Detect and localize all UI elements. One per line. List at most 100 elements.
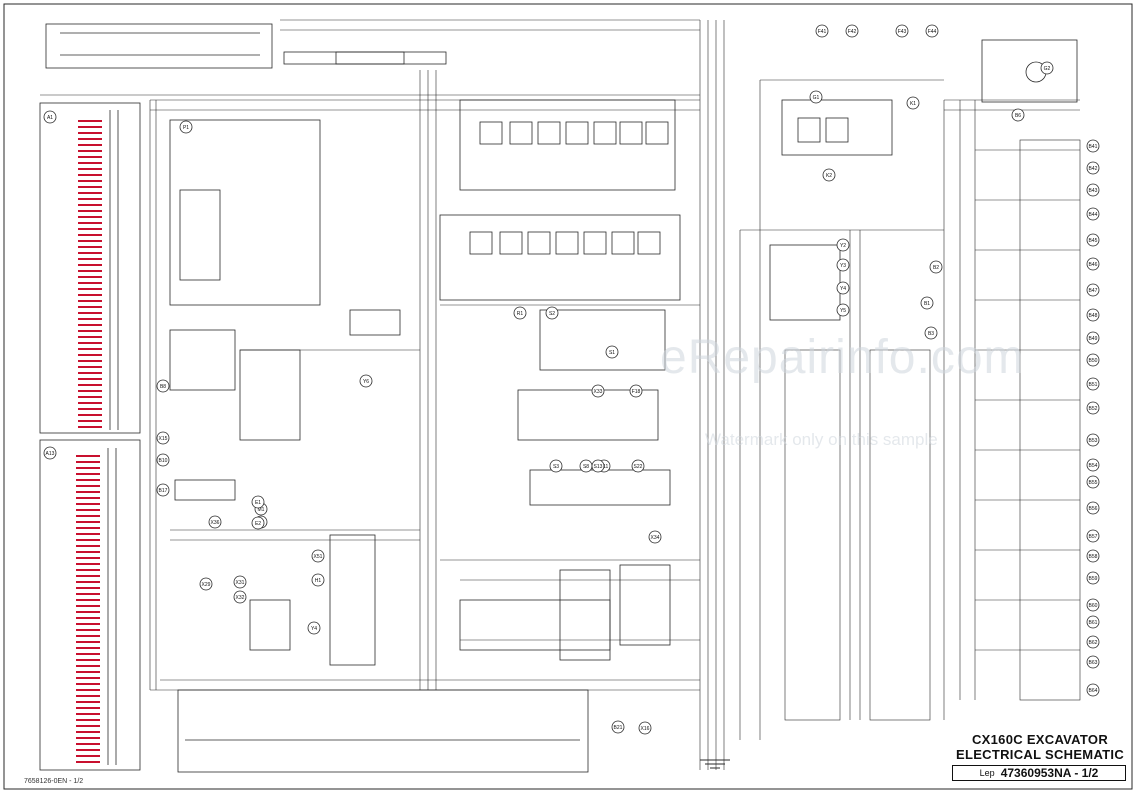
component-id-label: Y4	[311, 626, 317, 632]
wire-number-tick	[78, 204, 102, 206]
wire-number-tick	[78, 372, 102, 374]
component-marker-circle	[1086, 475, 1100, 489]
component-marker-circle	[1086, 615, 1100, 629]
wire-number-tick	[78, 210, 102, 212]
component-marker-circle	[156, 431, 170, 445]
component-marker: B47	[1086, 283, 1100, 297]
component-marker-circle	[311, 573, 325, 587]
component-id-label: H1	[315, 578, 322, 584]
wire-number-tick	[76, 605, 100, 607]
wire-number-tick	[78, 276, 102, 278]
component-marker: B21	[611, 720, 625, 734]
component-id-label: B62	[1089, 640, 1098, 646]
wire-number-tick	[76, 701, 100, 703]
wire-number-tick	[76, 653, 100, 655]
document-code: 7658126-0EN - 1/2	[24, 778, 84, 785]
component-id-label: F44	[928, 29, 937, 35]
component-id-label: E2	[255, 521, 261, 527]
component-id-label: B61	[1089, 620, 1098, 626]
component-marker: S2	[545, 306, 559, 320]
component-marker-circle	[1086, 433, 1100, 447]
ref-prefix: Lep	[979, 768, 995, 778]
component-marker-circle	[1086, 458, 1100, 472]
wire-number-tick	[78, 216, 102, 218]
component-marker: B50	[1086, 353, 1100, 367]
component-marker-circle	[809, 90, 823, 104]
component-marker: B56	[1086, 501, 1100, 515]
component-id-label: P1	[183, 125, 189, 131]
wire-number-tick	[78, 222, 102, 224]
reference-box: Lep 47360953NA - 1/2	[952, 765, 1126, 781]
component-marker-circle	[251, 516, 265, 530]
component-marker-circle	[1086, 308, 1100, 322]
wire-number-tick	[76, 659, 100, 661]
component-id-label: Y5	[840, 308, 846, 314]
wire-number-tick	[76, 479, 100, 481]
component-marker-circle	[1086, 283, 1100, 297]
wire-number-tick	[76, 737, 100, 739]
wire-number-tick	[78, 270, 102, 272]
title-line-1: CX160C EXCAVATOR	[971, 732, 1109, 747]
component-marker: X15	[156, 431, 170, 445]
component-id-label: M1	[258, 507, 265, 513]
wire-number-tick	[78, 180, 102, 182]
component-marker-circle	[156, 379, 170, 393]
wire-number-tick	[76, 497, 100, 499]
component-marker-circle	[156, 453, 170, 467]
component-marker: R1	[513, 306, 527, 320]
wire-number-tick	[76, 689, 100, 691]
wire-number-tick	[78, 348, 102, 350]
component-id-label: Y3	[840, 263, 846, 269]
component-marker: B41	[1086, 139, 1100, 153]
component-id-label: Y6	[363, 379, 369, 385]
component-marker: B62	[1086, 635, 1100, 649]
wire-number-tick	[78, 378, 102, 380]
wire-number-tick	[78, 120, 102, 122]
component-marker: H1	[311, 573, 325, 587]
wire-number-tick	[76, 623, 100, 625]
component-marker: B60	[1086, 598, 1100, 612]
component-marker: B58	[1086, 549, 1100, 563]
component-marker-circle	[836, 303, 850, 317]
component-marker: X32	[233, 590, 247, 604]
component-marker: X36	[208, 515, 222, 529]
component-id-label: B46	[1089, 262, 1098, 268]
component-id-label: B10	[159, 458, 168, 464]
component-marker-circle	[1011, 108, 1025, 122]
wire-number-tick	[76, 641, 100, 643]
component-id-label: B57	[1089, 534, 1098, 540]
wire-number-tick	[78, 336, 102, 338]
component-marker: B8	[156, 379, 170, 393]
component-id-label: B47	[1089, 288, 1098, 294]
wire-number-tick	[76, 695, 100, 697]
wire-number-tick	[78, 150, 102, 152]
wire-number-tick	[78, 342, 102, 344]
wire-number-tick	[78, 156, 102, 158]
component-marker-circle	[1086, 353, 1100, 367]
component-id-label: F41	[818, 29, 827, 35]
component-marker: X31	[233, 575, 247, 589]
component-id-label: Y2	[840, 243, 846, 249]
component-id-label: K2	[826, 173, 832, 179]
component-marker: B2	[929, 260, 943, 274]
component-id-label: B56	[1089, 506, 1098, 512]
component-marker: B42	[1086, 161, 1100, 175]
title-block: CX160C EXCAVATOR ELECTRICAL SCHEMATIC	[952, 732, 1128, 762]
component-marker-circle	[359, 374, 373, 388]
wire-number-tick	[76, 527, 100, 529]
component-id-label: B42	[1089, 166, 1098, 172]
component-id-label: B55	[1089, 480, 1098, 486]
wire-number-tick	[76, 617, 100, 619]
component-id-label: X15	[159, 436, 168, 442]
wire-number-tick	[78, 246, 102, 248]
component-marker-circle	[906, 96, 920, 110]
component-marker-circle	[251, 495, 265, 509]
wire-number-tick	[76, 713, 100, 715]
wire-number-tick	[76, 521, 100, 523]
controller-a13-block	[39, 439, 141, 771]
component-id-label: B2	[933, 265, 939, 271]
watermark-subtext: Watermark only on this sample	[705, 430, 938, 449]
engine-controller-strip	[177, 689, 589, 773]
component-marker-circle	[1086, 683, 1100, 697]
